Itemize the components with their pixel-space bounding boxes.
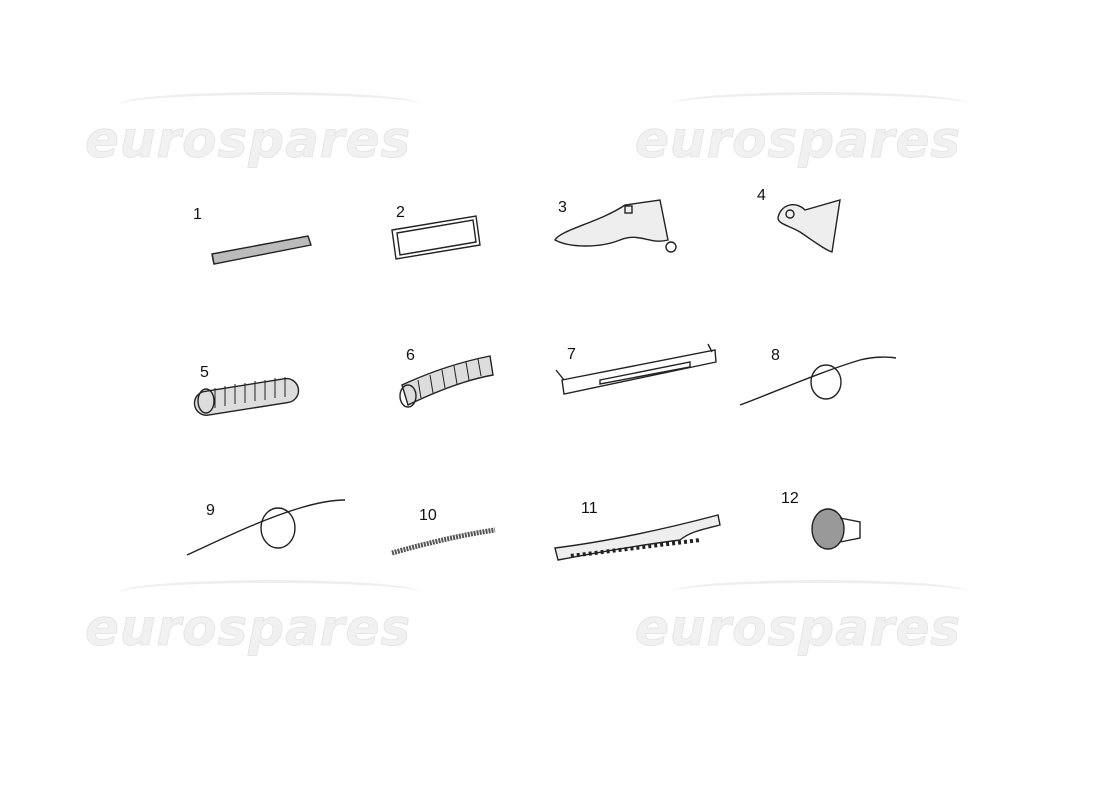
part-label: 7	[567, 346, 576, 363]
part-9-cable	[186, 499, 346, 556]
part-label: 11	[581, 500, 598, 517]
part-6-hose	[399, 355, 494, 408]
part-label: 12	[781, 490, 799, 507]
part-label: 6	[406, 347, 415, 364]
watermark-swoosh	[670, 92, 970, 117]
part-12-knob	[811, 508, 861, 550]
watermark-swoosh	[670, 580, 970, 605]
part-label: 1	[193, 206, 202, 223]
part-3-bracket	[554, 199, 677, 253]
part-7-trim-strip	[555, 343, 717, 395]
part-11-grille	[554, 514, 721, 561]
watermark: eurospares	[634, 599, 962, 657]
watermark: eurospares	[84, 599, 412, 657]
part-label: 10	[419, 507, 437, 524]
watermark: eurospares	[634, 111, 962, 169]
part-10-spring	[391, 527, 496, 556]
part-8-cable	[739, 356, 897, 406]
part-label: 4	[757, 187, 766, 204]
part-5-hose	[193, 377, 300, 416]
watermark-swoosh	[120, 92, 420, 117]
part-label: 2	[396, 204, 405, 221]
part-label: 9	[206, 502, 215, 519]
part-label: 3	[558, 199, 567, 216]
watermark: eurospares	[84, 111, 412, 169]
part-1-strip	[211, 235, 312, 265]
watermark-swoosh	[120, 580, 420, 605]
part-label: 5	[200, 364, 209, 381]
part-2-frame	[391, 215, 481, 260]
part-label: 8	[771, 347, 780, 364]
part-4-bracket	[777, 199, 841, 253]
